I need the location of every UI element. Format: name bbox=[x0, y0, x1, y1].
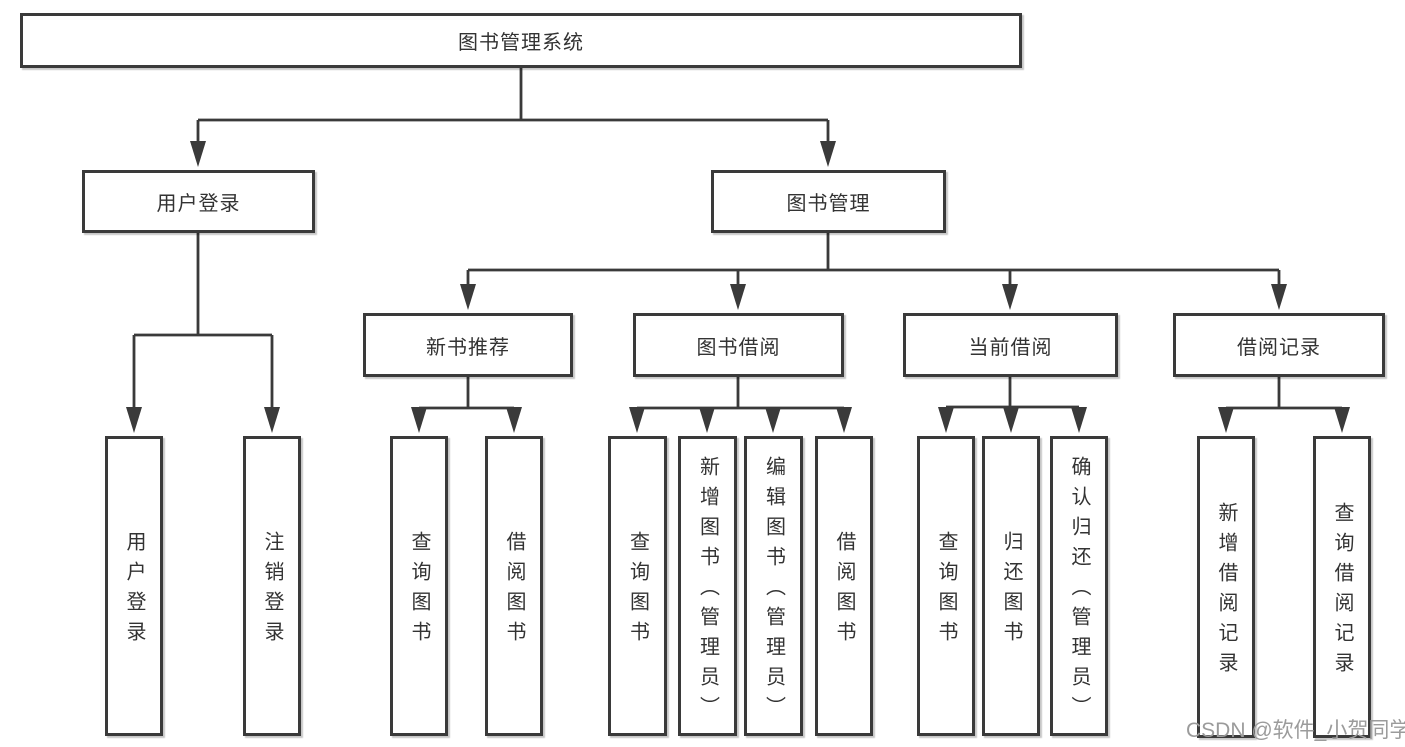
node-label: 归还图书 bbox=[1000, 531, 1022, 651]
node-label: 查询图书 bbox=[408, 531, 430, 651]
leaf-borrow-books-recommend: 借阅图书 bbox=[485, 436, 543, 736]
node-label: 图书管理系统 bbox=[458, 32, 584, 54]
node-label: 借阅图书 bbox=[833, 531, 855, 651]
leaf-return-books: 归还图书 bbox=[982, 436, 1040, 736]
leaf-user-login: 用户登录 bbox=[105, 436, 163, 736]
node-book-borrowing: 图书借阅 bbox=[633, 313, 844, 377]
leaf-query-books-borrowing: 查询图书 bbox=[608, 436, 667, 736]
node-label: 确认归还（管理员） bbox=[1068, 456, 1090, 726]
node-label: 注销登录 bbox=[261, 531, 283, 651]
node-label: 查询图书 bbox=[935, 531, 957, 651]
node-label: 查询借阅记录 bbox=[1331, 502, 1353, 682]
leaf-query-books-recommend: 查询图书 bbox=[390, 436, 448, 736]
node-new-book-recommend: 新书推荐 bbox=[363, 313, 573, 377]
node-borrowing-records: 借阅记录 bbox=[1173, 313, 1385, 377]
node-label: 新书推荐 bbox=[426, 336, 510, 359]
node-label: 用户登录 bbox=[123, 531, 145, 651]
leaf-logout: 注销登录 bbox=[243, 436, 301, 736]
leaf-query-books-current: 查询图书 bbox=[917, 436, 975, 736]
leaf-query-borrow-record: 查询借阅记录 bbox=[1313, 436, 1371, 738]
node-label: 当前借阅 bbox=[968, 336, 1053, 359]
node-label: 新增借阅记录 bbox=[1215, 502, 1237, 682]
node-label: 用户登录 bbox=[156, 193, 241, 215]
leaf-borrow-books-borrowing: 借阅图书 bbox=[815, 436, 873, 736]
leaf-add-borrow-record: 新增借阅记录 bbox=[1197, 436, 1255, 738]
node-label: 编辑图书（管理员） bbox=[762, 456, 785, 726]
node-current-borrowing: 当前借阅 bbox=[903, 313, 1118, 377]
leaf-add-books-admin: 新增图书（管理员） bbox=[678, 436, 737, 736]
node-book-management-module: 图书管理 bbox=[711, 170, 946, 233]
node-label: 查询图书 bbox=[626, 531, 649, 651]
node-root-system: 图书管理系统 bbox=[20, 13, 1022, 68]
leaf-confirm-return-admin: 确认归还（管理员） bbox=[1050, 436, 1108, 736]
node-label: 借阅图书 bbox=[503, 531, 525, 651]
leaf-edit-books-admin: 编辑图书（管理员） bbox=[744, 436, 803, 736]
node-label: 图书管理 bbox=[786, 193, 871, 215]
node-label: 借阅记录 bbox=[1237, 336, 1321, 359]
node-label: 新增图书（管理员） bbox=[696, 456, 719, 726]
node-label: 图书借阅 bbox=[696, 336, 781, 359]
arrowheads bbox=[126, 141, 1350, 433]
node-user-login-module: 用户登录 bbox=[82, 170, 315, 233]
connector-edges bbox=[132, 68, 1344, 410]
